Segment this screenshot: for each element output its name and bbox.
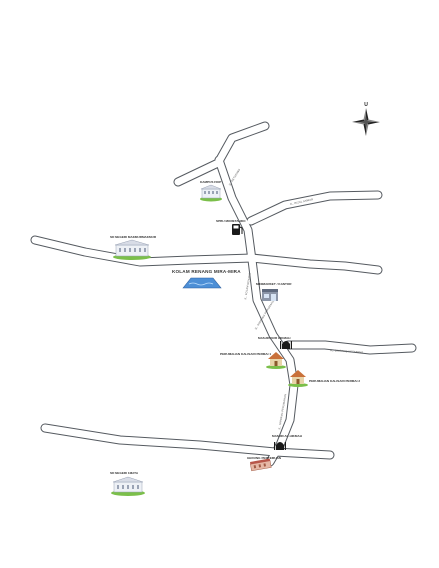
- poi-perum-1[interactable]: PERUMAHAN KALISARI PERMAI 1: [220, 352, 286, 369]
- road-label-vertical-1: JL. KOLAM RENANG: [243, 272, 252, 300]
- swimming-pool-icon: [182, 277, 222, 289]
- poi-sd-2[interactable]: SD NEGERI 1MATA: [110, 471, 145, 496]
- compass-north-label: U: [364, 102, 368, 108]
- poi-sd-negeri[interactable]: SD NEGERI MAKMURMAKMUR: [110, 235, 157, 260]
- poi-label-masjid-2: MASJID AL-HIKMAH: [272, 434, 303, 438]
- poi-label-kampus-fkip: KAMPUS FKIP: [200, 180, 221, 184]
- poi-kolam-renang[interactable]: KOLAM RENANG MIRA-MIRA: [172, 269, 241, 289]
- compass-rose: U: [352, 102, 380, 136]
- poi-label-perum-2: PERUMAHAN KALISARI PERMAI 2: [309, 379, 360, 383]
- poi-perum-2[interactable]: PERUMAHAN KALISARI PERMAI 2: [288, 370, 360, 387]
- poi-masjid-2[interactable]: MASJID AL-HIKMAH: [272, 434, 303, 450]
- poi-gedung[interactable]: GEDUNG PERTEMUAN: [247, 456, 282, 472]
- poi-label-sd-2: SD NEGERI 1MATA: [110, 471, 139, 475]
- poi-masjid-1[interactable]: MASJID NUR HIKMAH: [258, 336, 292, 349]
- school-building-icon: [200, 184, 222, 202]
- poi-label-kolam-renang: KOLAM RENANG MIRA-MIRA: [172, 269, 241, 274]
- house-icon: [288, 370, 308, 387]
- poi-kampus-fkip[interactable]: KAMPUS FKIP: [200, 180, 222, 202]
- road-label-sm-pandan: JL. SIMPANG KETAPANG: [330, 348, 364, 354]
- road-network: [30, 121, 417, 467]
- poi-label-spbu: SPBU MORETAHDO: [216, 219, 246, 223]
- fuel-pump-icon: [232, 224, 243, 235]
- road-label-rizal-anwar: JL. RIZAL ANWAR: [289, 197, 313, 206]
- poi-label-masjid-1: MASJID NUR HIKMAH: [258, 336, 291, 340]
- school-building-icon: [113, 239, 151, 260]
- poi-label-perum-1: PERUMAHAN KALISARI PERMAI 1: [220, 352, 271, 356]
- store-building-icon: [262, 289, 278, 301]
- school-building-icon: [111, 476, 145, 496]
- mosque-icon: [274, 442, 286, 450]
- poi-spbu[interactable]: SPBU MORETAHDO: [216, 219, 246, 235]
- house-icon: [266, 352, 286, 369]
- mosque-icon: [280, 341, 292, 349]
- poi-label-gedung: GEDUNG PERTEMUAN: [247, 456, 282, 460]
- road-label-vertical-3: JL. SIMPANG PERUMAHAN: [277, 394, 287, 431]
- poi-label-sd-negeri: SD NEGERI MAKMURMAKMUR: [110, 235, 157, 239]
- poi-label-minimarket: MINIMARKET / KANTOR: [256, 282, 292, 286]
- hall-building-icon: [249, 458, 272, 472]
- poi-minimarket[interactable]: MINIMARKET / KANTOR: [256, 282, 292, 301]
